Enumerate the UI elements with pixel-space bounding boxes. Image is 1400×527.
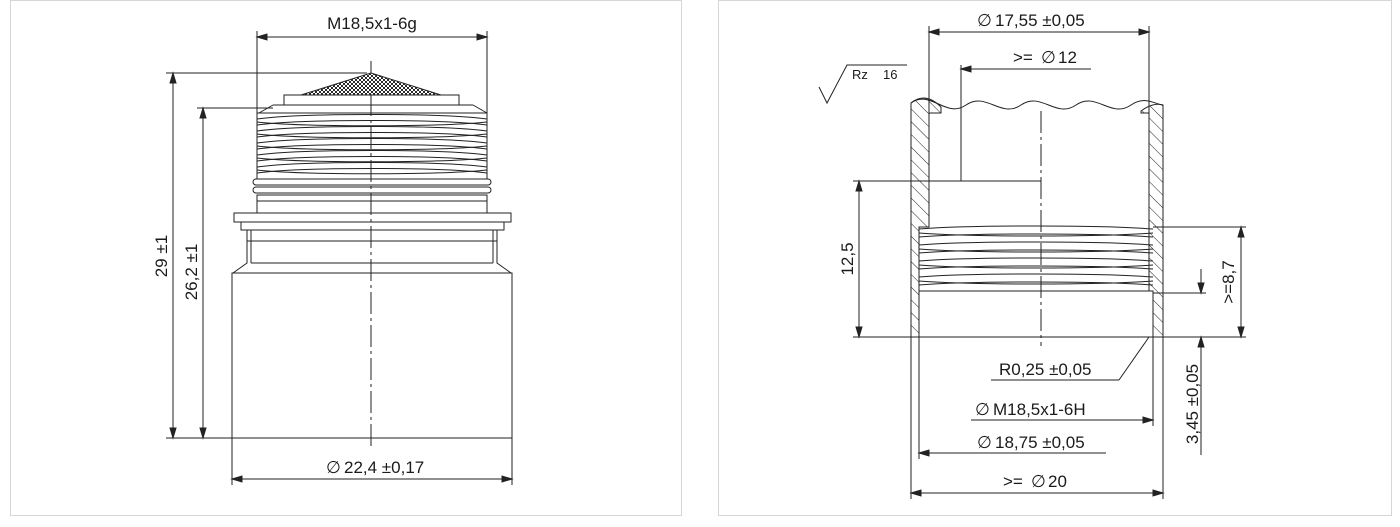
radius-label: R0,25 ±0,05 [999,360,1092,379]
inner-min-diameter-label: 12 [1058,48,1077,67]
body-cylinder [231,272,513,439]
thread-depth-label: >=8,7 [1219,260,1238,304]
roughness-symbol-icon [818,64,907,105]
right-drawing-panel: ∅ 17,55 ±0,05 >= ∅ 12 Rz 16 12,5 >=8,7 3… [718,0,1392,516]
diameter-icon: ∅ [975,400,990,419]
left-drawing-panel: M18,5x1-6g 29 ±1 26,2 ±1 ∅ 22,4 ±0,17 [10,0,682,516]
right-wall-section [1140,103,1164,338]
diameter-icon: ∅ [977,433,992,452]
outer-min-diameter-label: 20 [1048,472,1067,491]
inner-min-prefix: >= [1013,48,1033,67]
diameter-icon: ∅ [1031,472,1046,491]
external-thread [256,112,488,180]
internal-thread [918,225,1154,292]
filter-mesh-icon [300,72,442,96]
break-line [910,98,1164,110]
roughness-value: 16 [883,67,897,82]
thread-height-label: 26,2 ±1 [182,244,201,301]
total-height-label: 29 ±1 [152,235,171,277]
outer-min-prefix: >= [1003,472,1023,491]
female-bore-drawing: ∅ 17,55 ±0,05 >= ∅ 12 Rz 16 12,5 >=8,7 3… [818,11,1246,499]
body-diameter-label: 22,4 ±0,17 [344,458,424,477]
left-wall-section [910,97,942,338]
diameter-icon: ∅ [1041,48,1056,67]
outer-bore-diameter-label: 17,55 ±0,05 [995,11,1085,30]
bore-depth-label: 12,5 [838,242,857,275]
internal-thread-label: M18,5x1-6H [993,400,1086,419]
counterbore-diameter-label: 18,75 ±0,05 [995,433,1085,452]
male-part-drawing: M18,5x1-6g 29 ±1 26,2 ±1 ∅ 22,4 ±0,17 [152,14,514,485]
thread-spec-label: M18,5x1-6g [327,14,417,33]
diameter-icon: ∅ [326,458,341,477]
chamfer-depth-label: 3,45 ±0,05 [1183,364,1202,444]
roughness-label: Rz [852,67,868,82]
diameter-icon: ∅ [977,11,992,30]
